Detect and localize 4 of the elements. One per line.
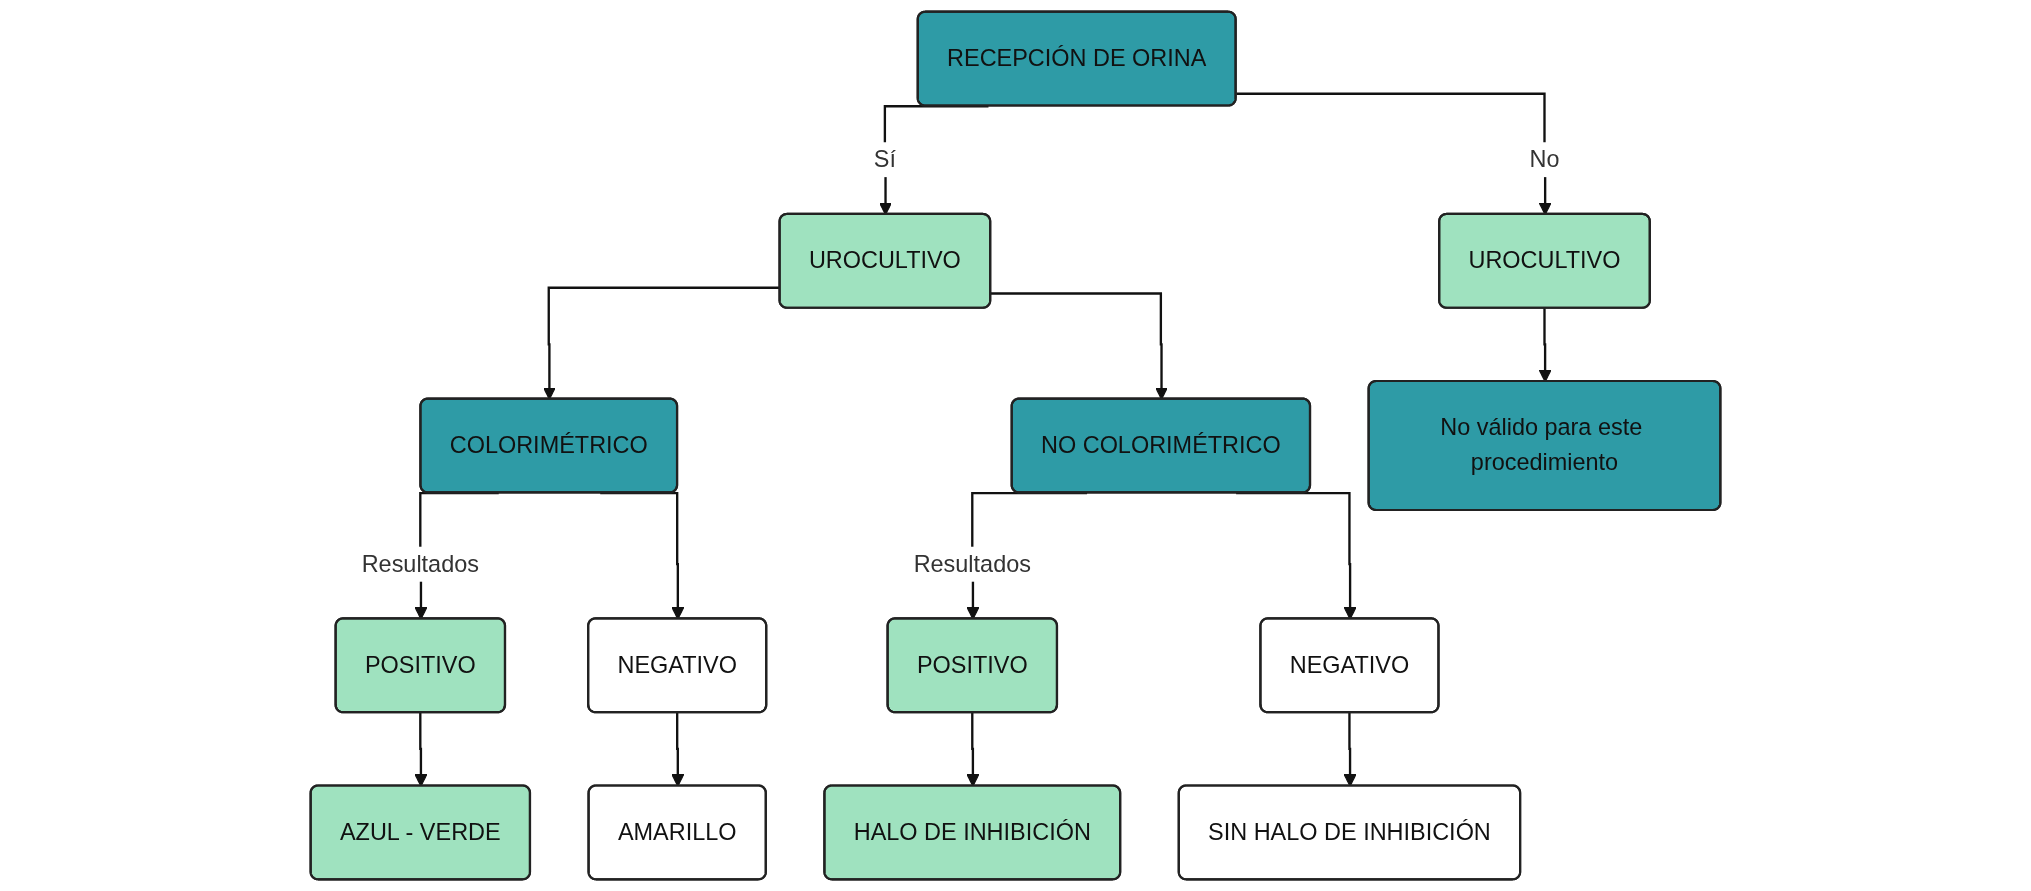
edge-label: Sí bbox=[873, 146, 896, 172]
edge-label: Resultados bbox=[913, 551, 1031, 576]
edge-label: No bbox=[1529, 146, 1560, 172]
edge-label: Resultados bbox=[361, 551, 479, 576]
